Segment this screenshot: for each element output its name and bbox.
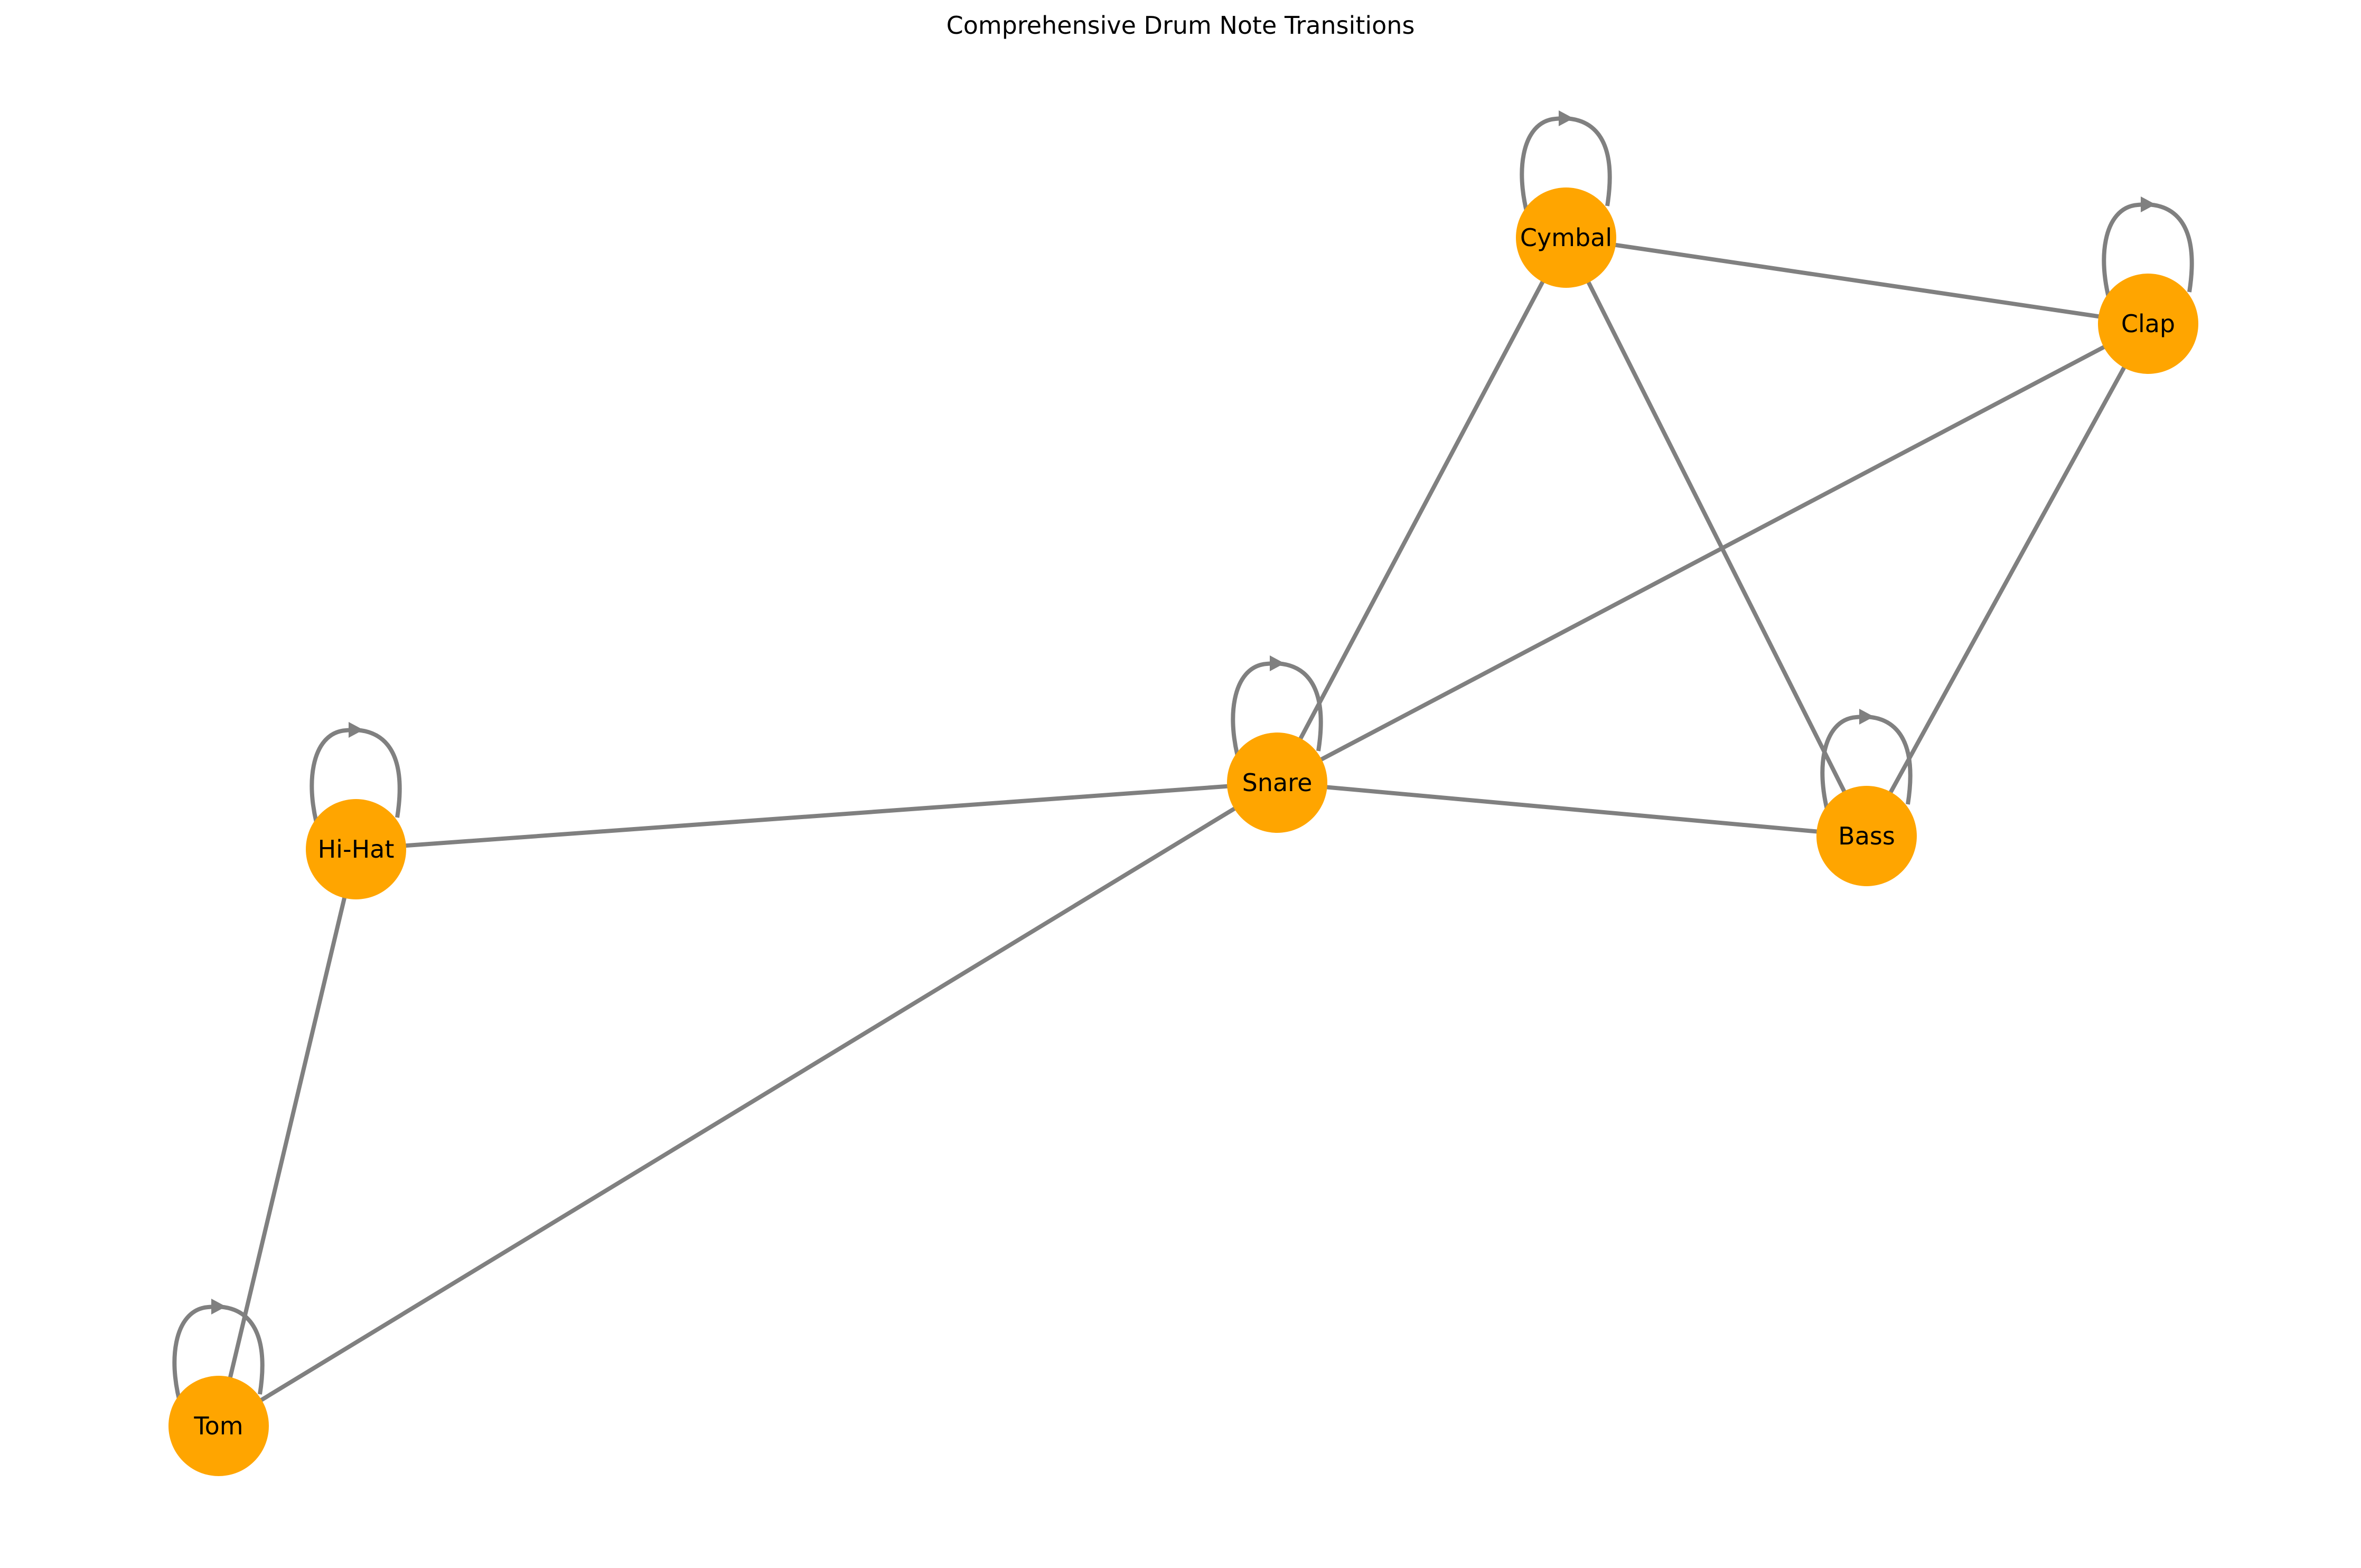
arrowhead-icon [1859, 709, 1874, 725]
edge-snare-hi-hat [354, 781, 1279, 851]
edge-clap-snare [1275, 322, 2150, 785]
self-loop-bass [1820, 709, 1913, 827]
self-loop-curve [310, 728, 402, 840]
node-circle [1516, 187, 1616, 288]
node-label: Snare [1242, 768, 1313, 797]
node-bass: Bass [1816, 786, 1917, 886]
node-label: Cymbal [1520, 223, 1612, 252]
node-clap: Clap [2098, 274, 2198, 374]
node-label: Clap [2121, 309, 2175, 338]
edge-snare-bass [1275, 781, 1869, 838]
self-loop-cymbal [1520, 110, 1612, 228]
node-circle [2098, 274, 2198, 374]
self-loop-clap [2102, 196, 2194, 314]
edges-layer [217, 236, 2150, 1428]
self-loop-tom [172, 1299, 265, 1416]
node-circle [168, 1376, 269, 1476]
graph-title: Comprehensive Drum Note Transitions [947, 11, 1415, 40]
self-loop-curve [1520, 116, 1612, 228]
edge-cymbal-bass [1564, 236, 1869, 838]
node-label: Hi-Hat [318, 835, 395, 863]
node-circle [1227, 733, 1327, 833]
arrowhead-icon [211, 1299, 226, 1315]
self-loop-curve [1820, 715, 1913, 827]
node-circle [1816, 786, 1917, 886]
arrowhead-icon [349, 722, 363, 738]
self-loop-snare [1231, 655, 1323, 773]
node-label: Bass [1838, 822, 1895, 850]
arrowhead-icon [1270, 655, 1285, 671]
self-loop-curve [172, 1304, 265, 1416]
edge-snare-tom [217, 781, 1279, 1428]
edge-hi-hat-tom [217, 847, 358, 1428]
arrowhead-icon [2141, 196, 2156, 212]
node-hi-hat: Hi-Hat [306, 799, 406, 899]
node-cymbal: Cymbal [1516, 187, 1616, 288]
self-loop-curve [1231, 661, 1323, 773]
edge-cymbal-snare [1275, 236, 1568, 785]
node-label: Tom [193, 1412, 243, 1440]
node-tom: Tom [168, 1376, 269, 1476]
self-loops-layer [172, 110, 2194, 1416]
edge-clap-bass [1865, 322, 2150, 838]
self-loop-curve [2102, 202, 2194, 314]
node-snare: Snare [1227, 733, 1327, 833]
self-loop-hi-hat [310, 722, 402, 840]
node-circle [306, 799, 406, 899]
edge-cymbal-clap [1564, 236, 2150, 326]
arrowhead-icon [1559, 110, 1573, 126]
